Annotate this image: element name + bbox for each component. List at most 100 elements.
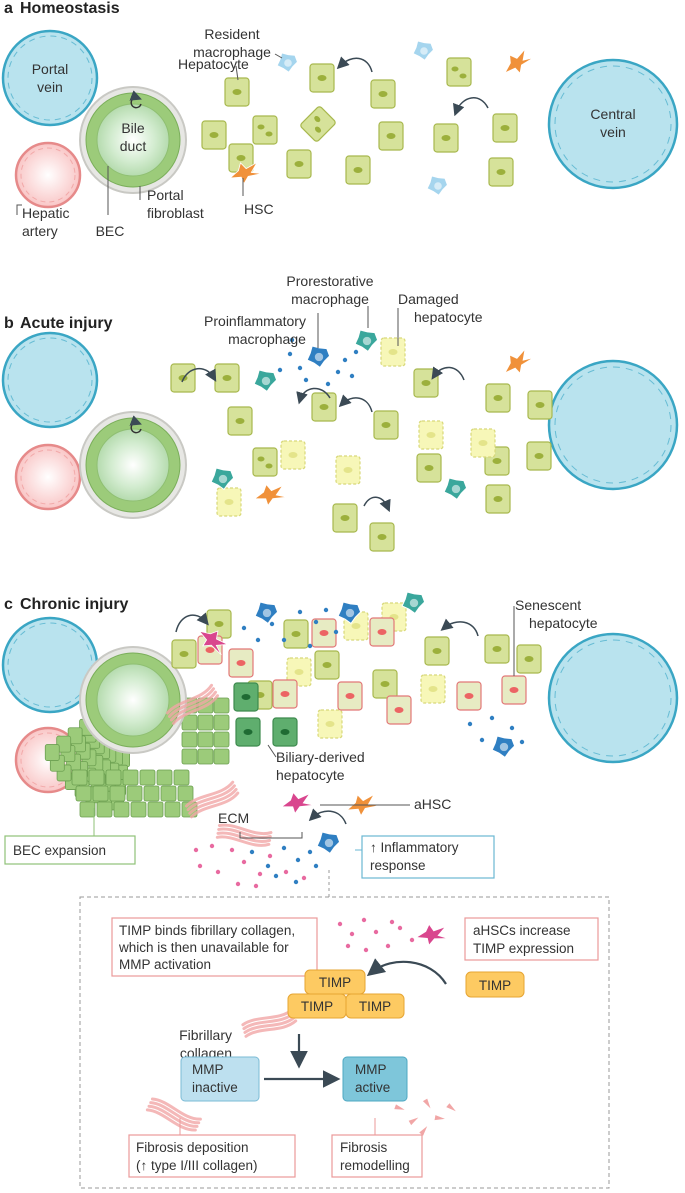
hepatocyte — [332, 503, 358, 533]
prorestorative-macrophage — [354, 329, 379, 353]
prorestorative-macrophage — [401, 591, 426, 615]
proinflammatory-macrophage — [254, 601, 279, 625]
portal-vein-label-2: vein — [37, 79, 63, 95]
timp-binds-line-1: TIMP binds fibrillary collagen, — [119, 923, 295, 938]
mmp-inactive-line-2: inactive — [192, 1080, 238, 1095]
hepatocyte — [252, 447, 278, 477]
hepatocyte — [171, 639, 197, 669]
senescent-hepatocyte — [501, 675, 527, 705]
panel-a-letter: a — [4, 0, 13, 17]
ecm-fibres — [215, 823, 273, 847]
damaged-hepatocyte — [216, 487, 242, 517]
senescent-hepatocyte-label-2: hepatocyte — [529, 615, 598, 631]
panel-b-cells — [170, 329, 553, 552]
hepatocyte — [201, 120, 227, 150]
bec-label: BEC — [96, 223, 125, 239]
proinflammatory-macrophage — [491, 735, 516, 759]
timp-label-4: TIMP — [479, 978, 511, 993]
bile-duct-c — [79, 646, 187, 754]
mmp-active-line-1: MMP — [355, 1062, 387, 1077]
prorestorative-macrophage — [210, 467, 235, 491]
bile-duct-label-1: Bile — [121, 120, 145, 136]
inflammatory-response-label-2: response — [370, 858, 426, 873]
inflammatory-response-label-1: ↑ Inflammatory — [370, 840, 459, 855]
senescent-hepatocyte — [456, 681, 482, 711]
hepatocyte — [526, 441, 552, 471]
inset-panel: TIMP binds fibrillary collagen, which is… — [79, 896, 610, 1189]
senescent-hepatocyte — [337, 681, 363, 711]
panel-a-title: Homeostasis — [20, 0, 120, 17]
panel-c-letter: c — [4, 596, 13, 613]
timp-label-3: TIMP — [359, 999, 391, 1014]
senescent-hepatocyte — [228, 648, 254, 678]
ahsc-increase-line-2: TIMP expression — [473, 941, 574, 956]
panel-c-cells — [165, 591, 542, 889]
hepatocyte — [224, 77, 250, 107]
damaged-hepatocyte — [286, 657, 312, 687]
hepatocyte — [492, 113, 518, 143]
panel-c: c Chronic injury Senescent hepatocyte Bi… — [1, 591, 679, 897]
hepatocyte — [446, 57, 472, 87]
proinflammatory-macrophage — [306, 345, 331, 369]
hepatocyte — [252, 115, 278, 145]
hepatocyte — [228, 143, 254, 173]
timp-binds-line-3: MMP activation — [119, 957, 211, 972]
proinflammatory-macrophage-label-1: Proinflammatory — [204, 313, 306, 329]
hepatocyte — [370, 79, 396, 109]
timp-label-2: TIMP — [301, 999, 333, 1014]
hepatocyte — [373, 410, 399, 440]
panel-a-cells — [201, 40, 534, 196]
hepatocyte — [488, 157, 514, 187]
cytokine-dots — [241, 607, 525, 885]
panel-b-title: Acute injury — [20, 315, 113, 332]
biliary-derived-label-2: hepatocyte — [276, 767, 345, 783]
biliary-derived-hepatocyte — [233, 682, 259, 712]
mmp-active-line-2: active — [355, 1080, 390, 1095]
damaged-hepatocyte-label-2: hepatocyte — [414, 309, 483, 325]
portal-fibroblast-label-1: Portal — [147, 187, 184, 203]
damaged-hepatocyte — [420, 674, 446, 704]
timp-single: TIMP — [465, 971, 525, 998]
prorestorative-macrophage — [443, 477, 468, 501]
hepatocyte — [369, 522, 395, 552]
panel-b-letter: b — [4, 315, 14, 332]
hepatocyte — [227, 406, 253, 436]
hsc-cell — [253, 483, 287, 507]
hsc-cell — [504, 47, 534, 75]
mmp-inactive-line-1: MMP — [192, 1062, 224, 1077]
hepatocyte — [345, 155, 371, 185]
bile-duct-label-2: duct — [120, 138, 147, 154]
prorestorative-macrophage — [253, 369, 278, 393]
panel-c-title: Chronic injury — [20, 596, 129, 613]
panel-b: b Acute injury Prorestorative macrophage… — [1, 273, 679, 552]
hepatocyte — [300, 106, 336, 142]
portal-fibroblast-label-2: fibroblast — [147, 205, 204, 221]
hepatocyte — [416, 453, 442, 483]
hepatocyte — [283, 619, 309, 649]
hepatocyte — [413, 368, 439, 398]
hepatocyte — [314, 650, 340, 680]
hepatocyte — [424, 636, 450, 666]
timp-binds-box: TIMP binds fibrillary collagen, which is… — [111, 917, 318, 977]
hsc-cell — [345, 793, 380, 817]
prorestorative-macrophage-label-1: Prorestorative — [286, 273, 373, 289]
hepatocyte — [286, 149, 312, 179]
deposited-collagen-fibres — [145, 1097, 202, 1132]
hepatic-artery: Hepatic artery — [14, 141, 82, 239]
central-vein-c — [547, 632, 679, 764]
hepatocyte — [206, 609, 232, 639]
biliary-derived-hepatocyte — [272, 717, 298, 747]
proinflammatory-macrophage — [316, 831, 341, 855]
timp-cluster: TIMP TIMP TIMP — [287, 969, 405, 1019]
hepatocyte — [372, 669, 398, 699]
fibrosis-deposition-box: Fibrosis deposition (↑ type I/III collag… — [128, 1118, 296, 1178]
prorestorative-macrophage-label-2: macrophage — [291, 291, 369, 307]
damaged-hepatocyte — [470, 428, 496, 458]
timp-label-1: TIMP — [319, 975, 351, 990]
timp-secretion-dots — [337, 917, 415, 953]
proinflammatory-macrophage-label-2: macrophage — [228, 331, 306, 347]
cytokine-dots — [277, 337, 359, 387]
hsc-cell — [504, 347, 534, 375]
resident-macrophage-label-1: Resident — [204, 26, 259, 42]
inflammatory-response-box: ↑ Inflammatory response — [355, 835, 495, 879]
